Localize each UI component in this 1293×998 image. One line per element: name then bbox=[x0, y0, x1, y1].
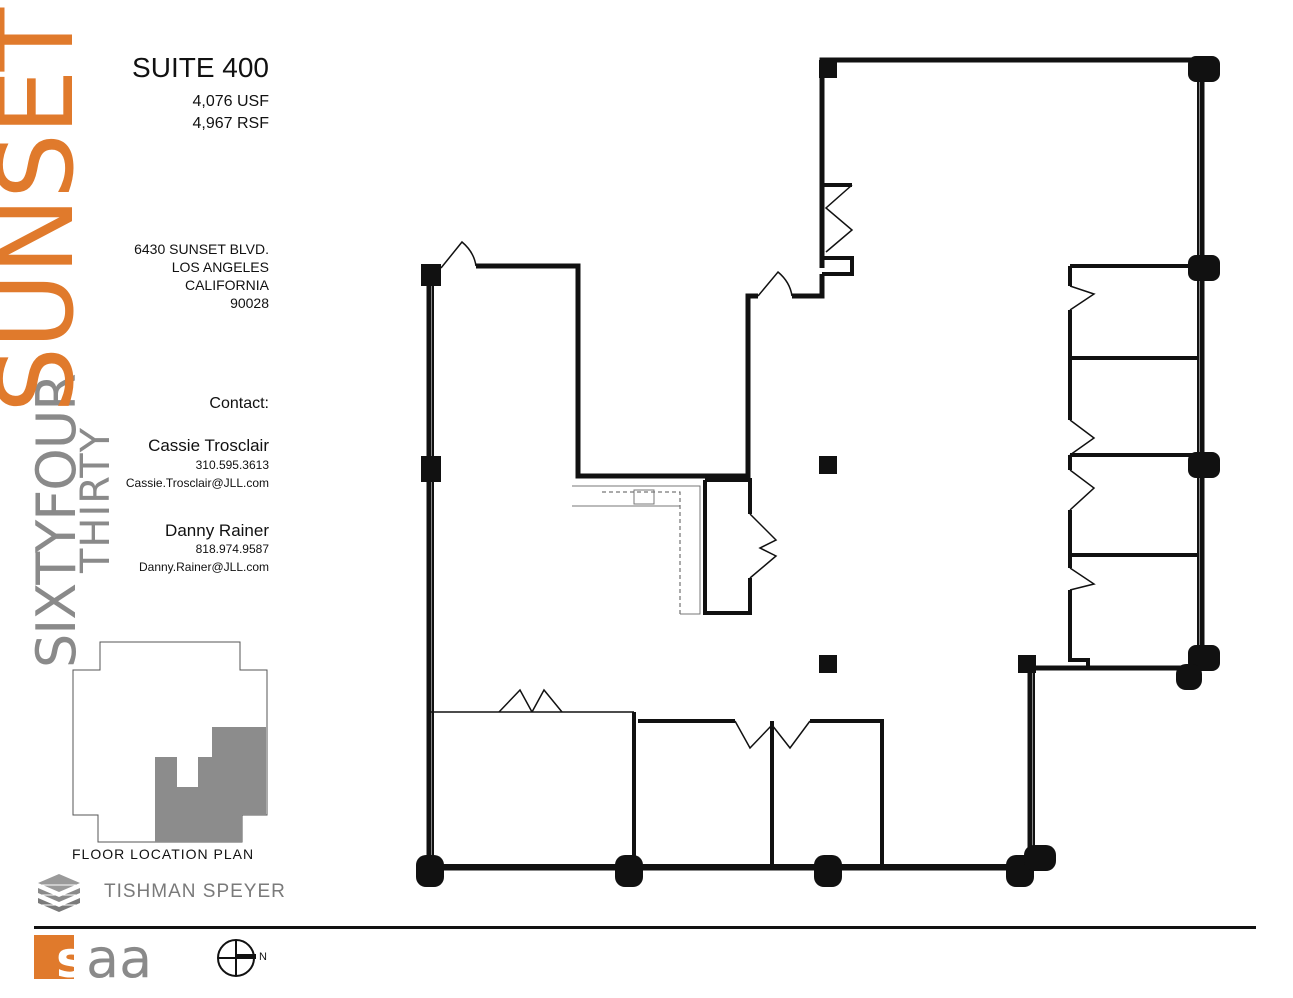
kitchenette-outline bbox=[572, 485, 701, 615]
interior-walls bbox=[632, 183, 1198, 866]
exterior-glazing bbox=[431, 62, 1199, 866]
stacked-layers-logo-icon bbox=[38, 874, 80, 912]
contact-email[interactable]: Cassie.Trosclair@JLL.com bbox=[125, 476, 269, 490]
contact-phone[interactable]: 310.595.3613 bbox=[195, 458, 269, 472]
north-arrow-icon bbox=[217, 939, 256, 977]
floor-location-plan bbox=[72, 641, 268, 843]
key-plan-label: FLOOR LOCATION PLAN bbox=[72, 846, 255, 862]
architect-logo-block bbox=[34, 935, 74, 979]
contact-name: Danny Rainer bbox=[165, 521, 269, 540]
suite-usf: 4,076 USF bbox=[192, 93, 269, 110]
north-label: N bbox=[259, 951, 267, 963]
exterior-walls bbox=[426, 57, 1205, 871]
architect-logo: s aa bbox=[34, 935, 152, 981]
address-line-1: 6430 SUNSET BLVD. bbox=[134, 241, 269, 257]
doors bbox=[429, 184, 1096, 750]
suite-title: SUITE 400 bbox=[132, 52, 269, 83]
architect-logo-aa: aa bbox=[86, 935, 152, 981]
address-line-3: CALIFORNIA bbox=[184, 277, 269, 293]
contact-email[interactable]: Danny.Rainer@JLL.com bbox=[138, 560, 269, 574]
contact-phone[interactable]: 818.974.9587 bbox=[195, 542, 269, 556]
structural-columns bbox=[416, 56, 1220, 887]
address-line-2: LOS ANGELES bbox=[171, 259, 269, 275]
footer-rule bbox=[34, 926, 1256, 929]
address-line-4: 90028 bbox=[230, 295, 269, 311]
contact-name: Cassie Trosclair bbox=[148, 436, 269, 455]
owner-name: TISHMAN SPEYER bbox=[104, 881, 286, 902]
contact-heading: Contact: bbox=[209, 395, 269, 412]
kitchenette-counter bbox=[602, 491, 681, 614]
architect-logo-s: s bbox=[56, 935, 86, 981]
suite-rsf: 4,967 RSF bbox=[192, 115, 269, 132]
key-plan-suite-highlight bbox=[155, 727, 266, 842]
